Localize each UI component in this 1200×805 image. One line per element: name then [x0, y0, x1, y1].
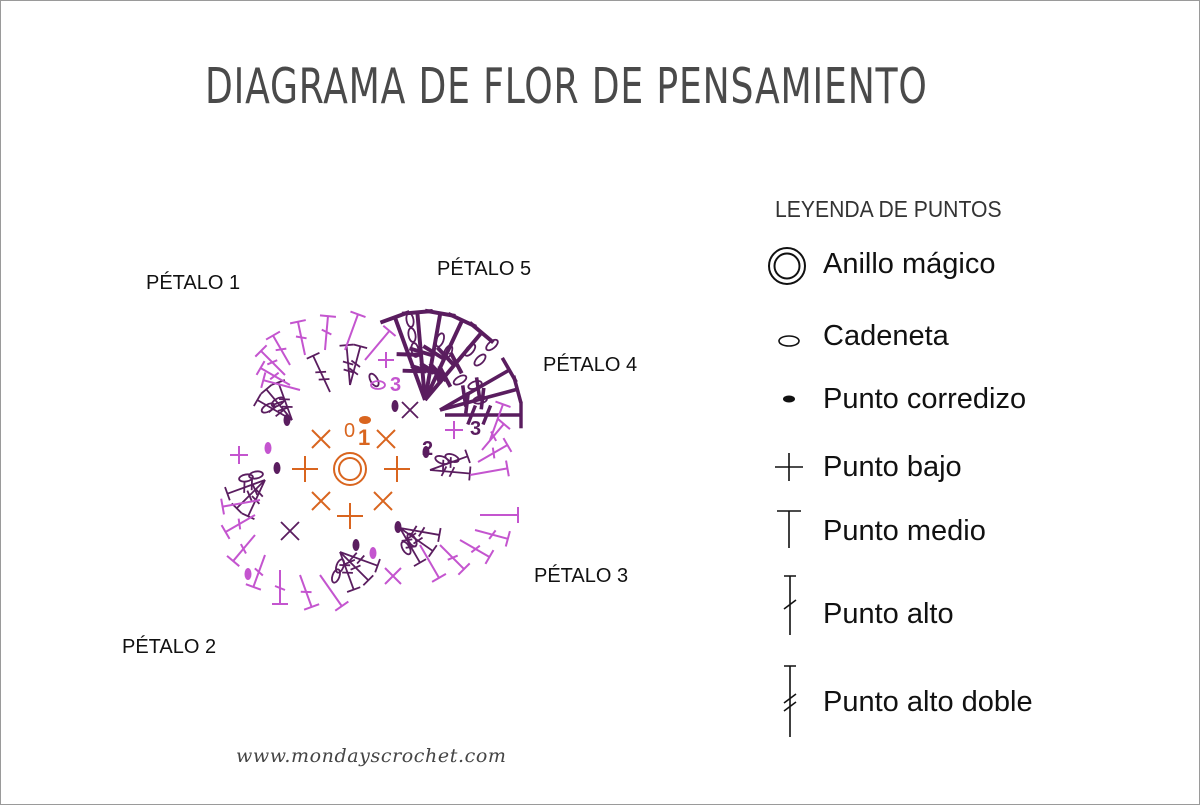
round-3-stitches	[220, 310, 519, 612]
round-number-0: 0	[344, 420, 355, 442]
legend-label-double-crochet: Punto alto	[823, 598, 954, 630]
slip-stitch-icon	[783, 395, 795, 403]
single-crochet-icon	[775, 453, 803, 481]
legend-title: LEYENDA DE PUNTOS	[775, 196, 1002, 222]
round-3-chains	[370, 380, 386, 390]
round-2-chains	[237, 371, 461, 585]
petal-3-label: PÉTALO 3	[534, 565, 629, 587]
legend-label-slip-stitch: Punto corredizo	[823, 383, 1027, 415]
page-title: DIAGRAMA DE FLOR DE PENSAMIENTO	[205, 58, 928, 115]
round-number-2: 2	[422, 438, 433, 460]
treble-crochet-icon	[783, 665, 797, 737]
legend-label-magic-ring: Anillo mágico	[823, 248, 996, 280]
round-3-single-crochets	[230, 352, 463, 585]
petal-2-label: PÉTALO 2	[122, 636, 217, 658]
legend-label-chain: Cadeneta	[823, 320, 949, 352]
slip-stitch-round-1	[359, 416, 371, 424]
double-crochet-icon	[783, 575, 797, 635]
round-number-3-left: 3	[390, 374, 401, 396]
petal-5-label: PÉTALO 5	[437, 258, 532, 280]
round-2-stitches	[224, 343, 472, 593]
chain-icon	[778, 335, 800, 347]
magic-ring-icon	[768, 247, 806, 285]
round-number-1: 1	[358, 425, 370, 450]
website-url: www.mondayscrochet.com	[236, 745, 507, 767]
legend-label-half-double-crochet: Punto medio	[823, 515, 986, 547]
petal-1-label: PÉTALO 1	[146, 272, 241, 294]
round-3-slip-stitches	[244, 442, 377, 580]
petal-4-label: PÉTALO 4	[543, 354, 638, 376]
half-double-crochet-icon	[777, 510, 801, 548]
round-2-slip-stitches	[273, 400, 430, 551]
petal-5-slip-stitch	[436, 372, 444, 384]
round-number-3-right: 3	[470, 418, 481, 440]
legend-label-single-crochet: Punto bajo	[823, 451, 962, 483]
round-1-stitches	[292, 429, 410, 529]
legend-label-treble-crochet: Punto alto doble	[823, 686, 1033, 718]
